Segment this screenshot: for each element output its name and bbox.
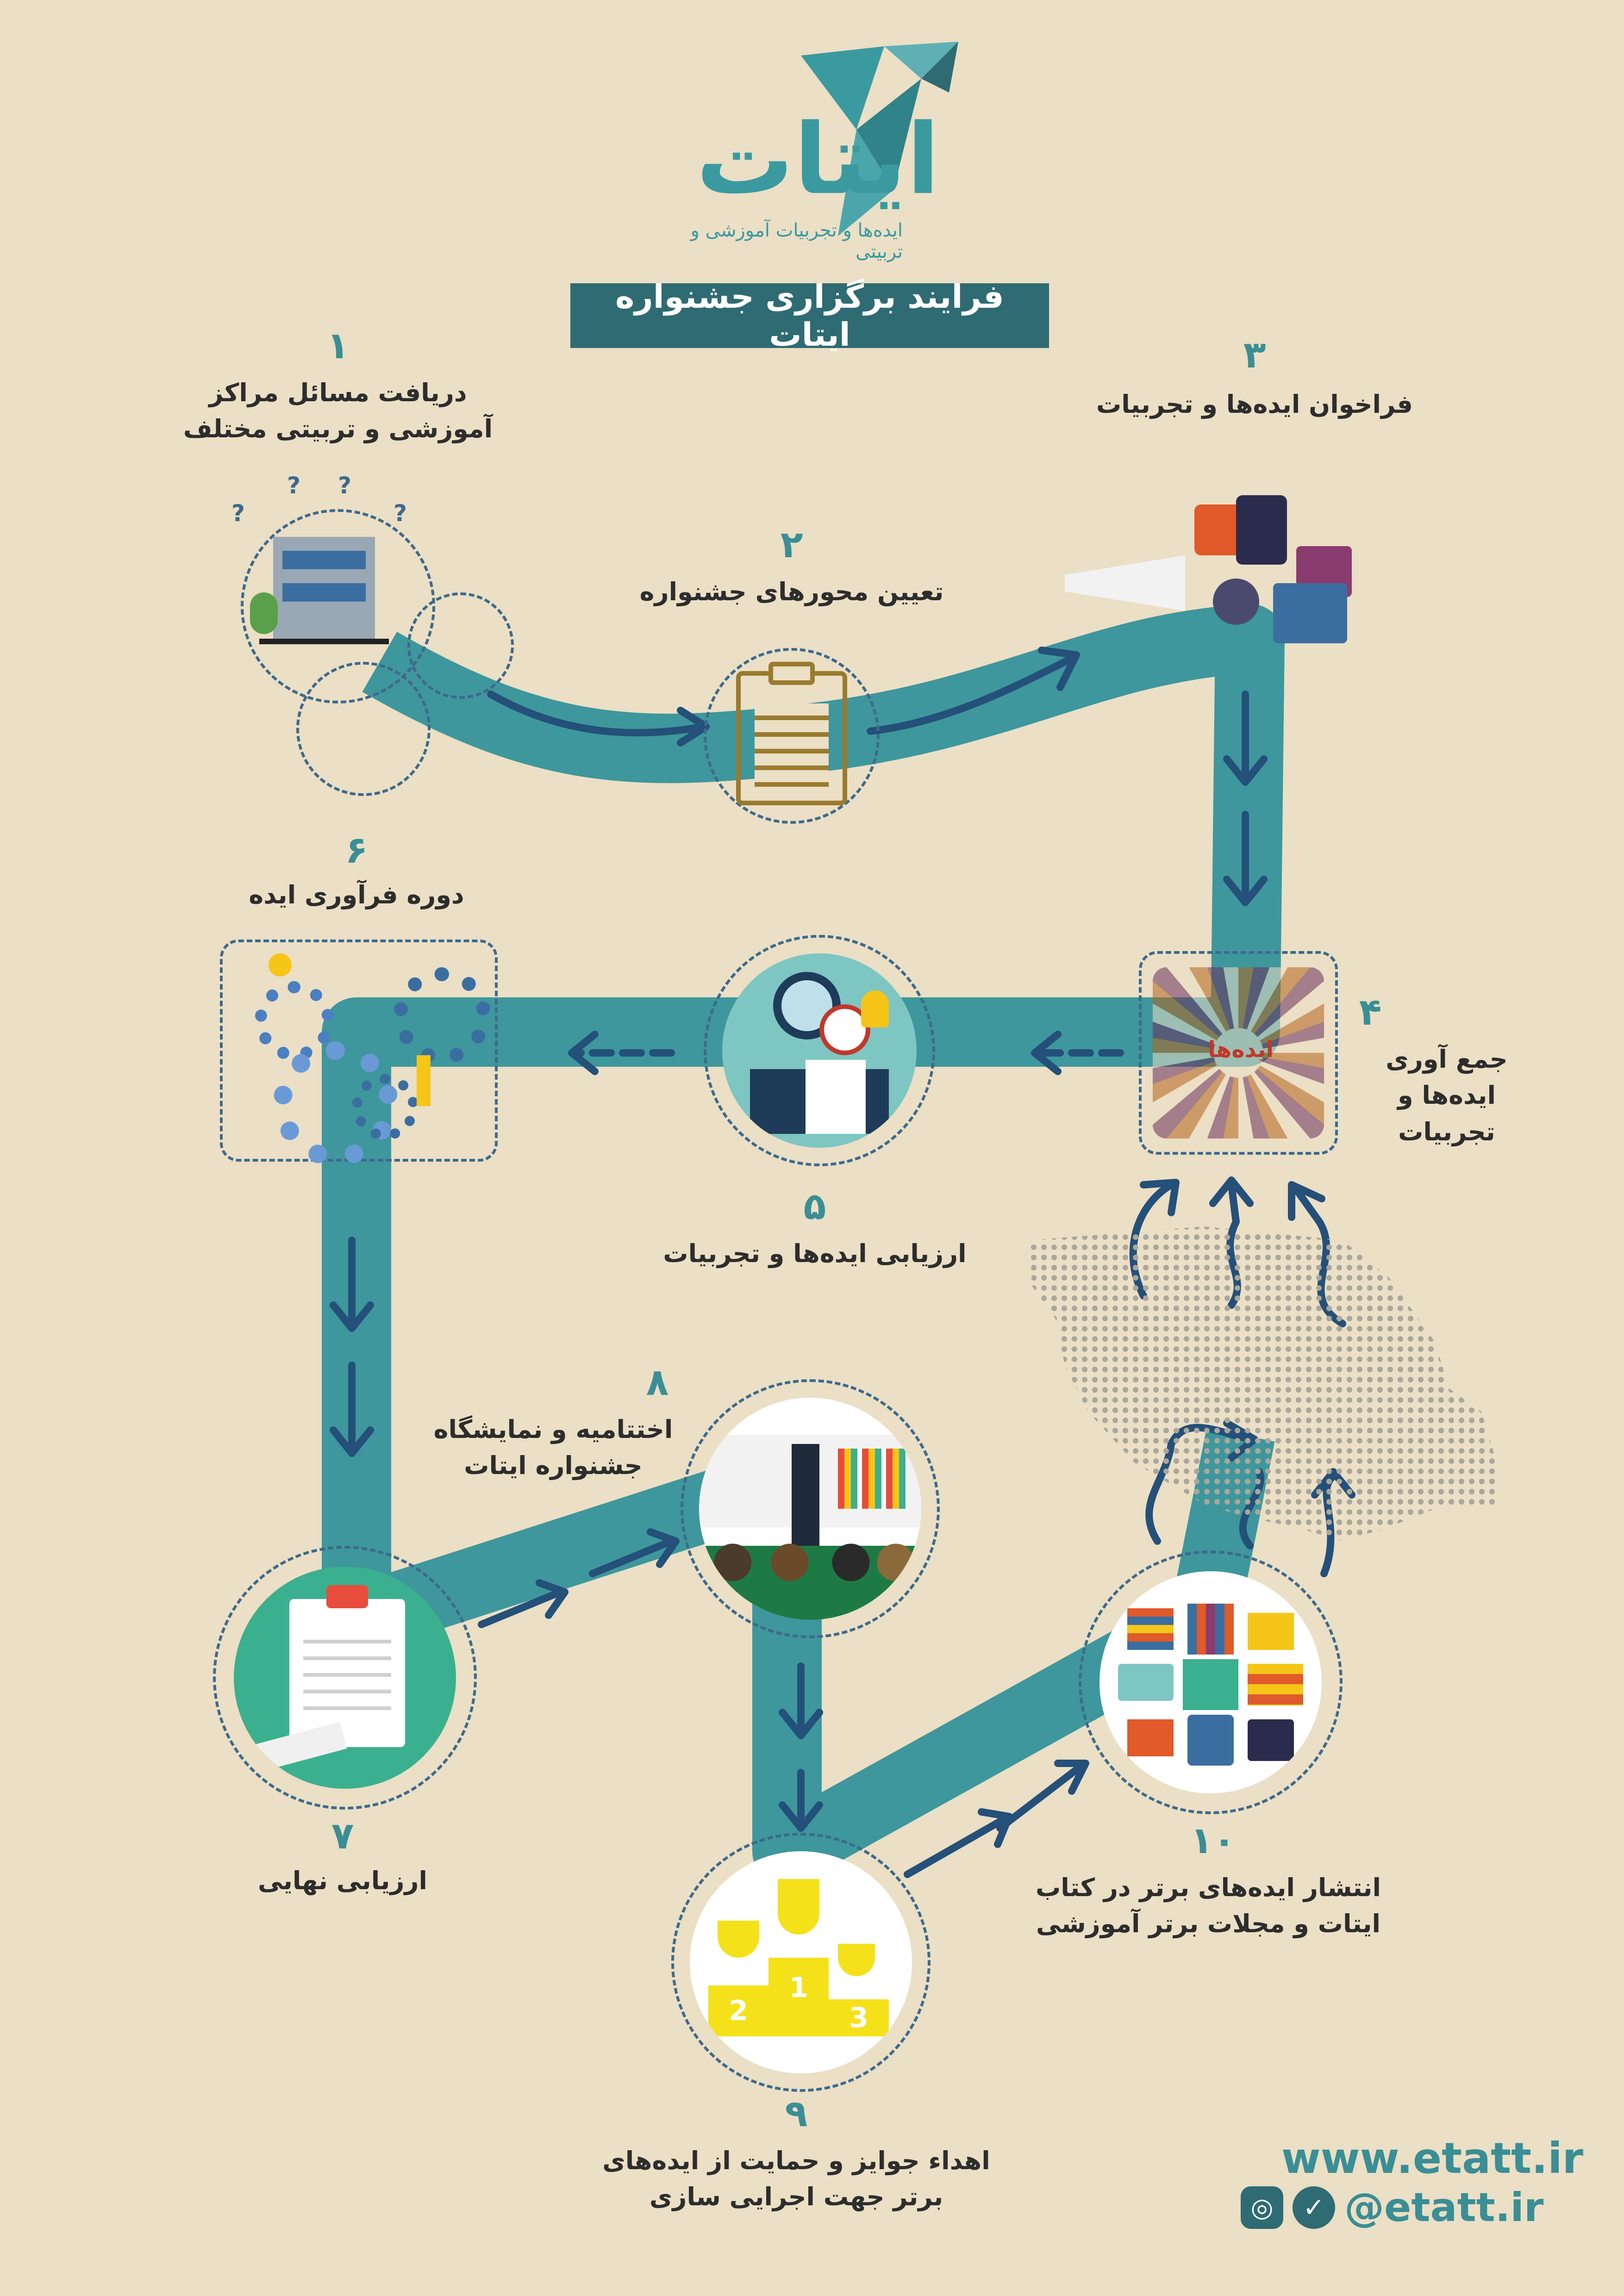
step-3-number: ۳ [1243,333,1266,376]
step-5-circle [704,935,935,1166]
website-link[interactable]: www.etatt.ir [1281,2134,1583,2183]
step-1-circle-right [407,592,514,699]
step-7-number: ۷ [331,1814,354,1857]
step-10-circle [1079,1550,1343,1814]
clipboard-checklist-icon [736,662,847,805]
step-8-label: اختتامیه و نمایشگاه جشنواره ایتات [433,1415,673,1481]
step-1-number: ۱ [326,324,350,367]
step-6-label: دوره فرآوری ایده [249,880,464,909]
step-3-label: فراخوان ایده‌ها و تجربیات [1096,390,1413,419]
step-9-circle [671,1833,931,2092]
step-2-label: تعیین محورهای جشنواره [639,577,944,606]
step-5-label: ارزیابی ایده‌ها و تجربیات [663,1239,967,1268]
ideas-collage-icon [1153,967,1324,1139]
step-2-circle [704,648,880,824]
origami-bird-icon [801,42,958,236]
page-title: فرایند برگزاری جشنواره ایتات [570,278,1049,354]
social-row: ◎ ✓ @etatt.ir [1241,2184,1543,2231]
step-4-number: ۴ [1359,990,1382,1033]
brand-name: ایتات [696,103,940,216]
trophy-podium-icon: 2 1 3 [690,1851,912,2073]
step-7-circle [213,1546,477,1810]
podium-label-1: 1 [789,1972,808,2004]
step-9-number: ۹ [785,2092,808,2135]
step-5-number: ۵ [803,1185,826,1228]
social-handle[interactable]: @etatt.ir [1344,2184,1544,2231]
step-4-box [1139,951,1338,1155]
step-4-label: جمع آوری ایده‌ها و تجربیات [1386,1045,1508,1146]
step-10-number: ۱۰ [1190,1819,1236,1862]
magnifier-evaluation-icon [722,953,917,1148]
logo: ایتات ایده‌ها و تجربیات آموزشی و تربیتی [662,37,995,262]
question-marks: ?? ?? [231,472,407,527]
step-9-label: اهداء جوایز و حمایت از ایده‌های برتر جهت… [602,2146,990,2212]
step-6-number: ۶ [345,828,368,871]
presentation-audience-icon [699,1398,921,1620]
school-building-icon [250,528,389,648]
checklist-pen-icon [234,1567,456,1789]
step-4-inner-text: ایده‌ها [1208,1037,1274,1063]
step-1-circle-small [296,662,431,796]
podium-label-3: 3 [849,2002,868,2034]
instagram-icon[interactable]: ◎ [1241,2186,1283,2229]
step-7-label: ارزیابی نهایی [257,1866,428,1895]
gears-team-icon [241,953,500,1176]
brand-tagline: ایده‌ها و تجربیات آموزشی و تربیتی [690,220,903,262]
megaphone-icon [1065,486,1380,662]
step-8-circle [681,1379,940,1638]
books-magazines-icon [1099,1571,1322,1793]
step-10-label: انتشار ایده‌های برتر در کتاب ایتات و مجل… [1036,1873,1381,1939]
step-2-number: ۲ [780,523,803,566]
step-8-number: ۸ [646,1361,669,1404]
podium-label-2: 2 [729,1995,748,2027]
step-1-label: دریافت مسائل مراکز آموزشی و تربیتی مختلف [183,378,493,444]
telegram-icon[interactable]: ✓ [1293,2186,1335,2229]
